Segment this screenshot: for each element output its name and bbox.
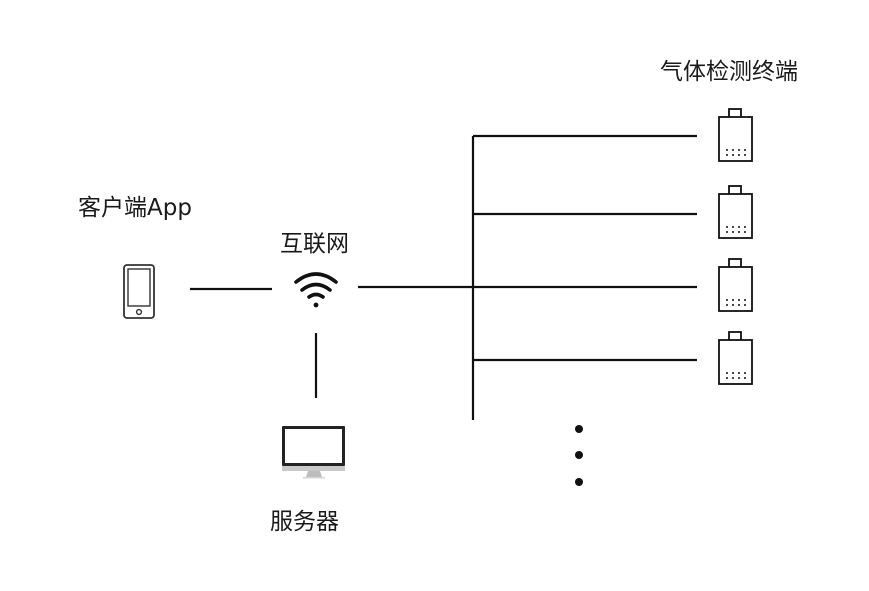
- gas-terminals-label: 气体检测终端: [660, 59, 798, 85]
- ellipsis-dot: [575, 478, 583, 486]
- internet-label: 互联网: [280, 231, 349, 257]
- gas-detector-icon: [718, 258, 753, 312]
- more-terminals-ellipsis-icon: [575, 425, 583, 486]
- client-app-label: 客户端App: [78, 195, 192, 221]
- gas-detector-icon: [718, 331, 753, 385]
- server-label: 服务器: [270, 509, 339, 535]
- wifi-icon: [294, 272, 338, 308]
- ellipsis-dot: [575, 425, 583, 433]
- gas-detector-icon: [718, 185, 753, 239]
- monitor-icon: [282, 426, 345, 479]
- connections: [190, 134, 697, 420]
- ellipsis-dot: [575, 451, 583, 459]
- gas-detector-terminals: [718, 108, 753, 385]
- smartphone-icon: [123, 264, 155, 319]
- gas-detector-icon: [718, 108, 753, 162]
